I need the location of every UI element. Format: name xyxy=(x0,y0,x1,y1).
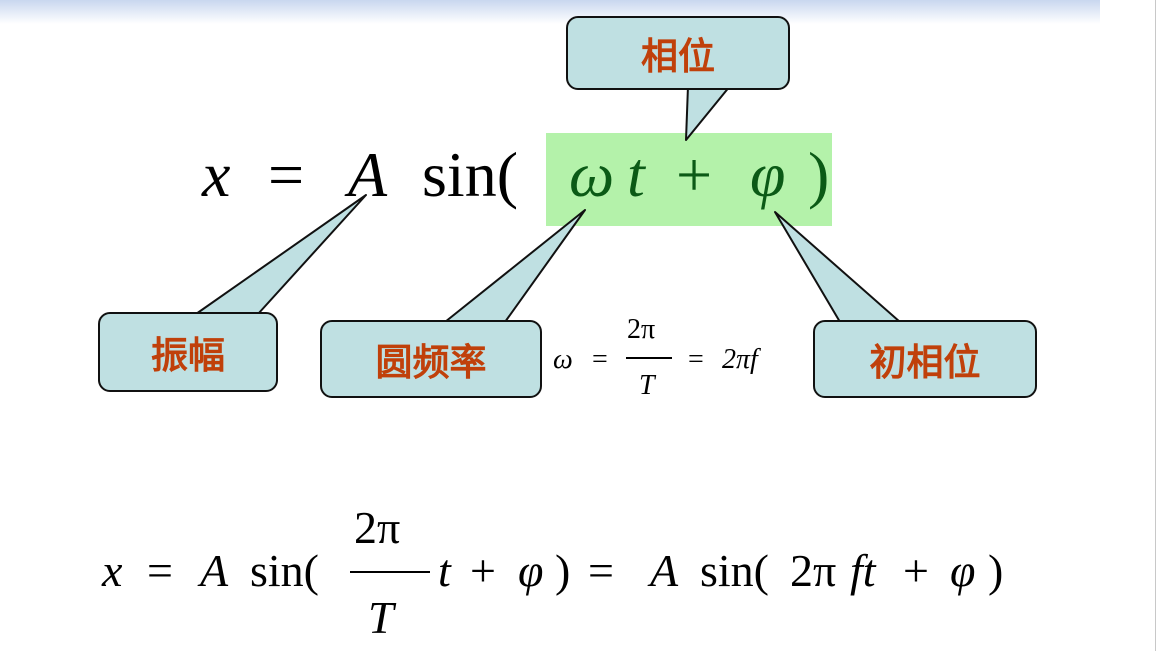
omega-equals-2: = xyxy=(688,344,704,375)
bottom-x: x xyxy=(102,545,123,596)
main-x: x xyxy=(202,139,231,210)
bottom-t: t xyxy=(438,545,451,596)
phase-callout: 相位 xyxy=(566,16,790,90)
bottom-plus-2: + xyxy=(903,545,929,596)
main-phi: φ xyxy=(750,139,786,210)
main-omega: ω xyxy=(569,139,615,210)
bottom-phi-2: φ xyxy=(950,545,976,596)
top-gradient-bar xyxy=(0,0,1100,24)
bottom-close-2: ) xyxy=(988,545,1004,596)
angular-frequency-label: 圆频率 xyxy=(375,341,487,384)
amplitude-label: 振幅 xyxy=(151,334,225,377)
bottom-two-pi: 2π xyxy=(790,545,837,596)
bottom-fraction-bar xyxy=(350,571,430,573)
omega-symbol: ω xyxy=(553,344,573,375)
bottom-equals-2: = xyxy=(588,545,614,596)
omega-numerator: 2π xyxy=(627,314,656,345)
right-border-line xyxy=(1155,0,1156,651)
angular-frequency-pointer xyxy=(444,209,586,323)
bottom-A-2: A xyxy=(650,545,679,596)
angular-frequency-callout: 圆频率 xyxy=(320,320,542,398)
main-sin: sin( xyxy=(422,139,518,210)
phase-label: 相位 xyxy=(641,35,715,78)
amplitude-callout: 振幅 xyxy=(98,312,278,392)
bottom-denominator: T xyxy=(368,592,394,643)
phase-pointer xyxy=(685,85,731,141)
bottom-phi-1: φ xyxy=(518,545,544,596)
phase-highlight xyxy=(546,133,832,226)
amplitude-pointer xyxy=(195,194,367,315)
initial-phase-pointer xyxy=(774,211,901,323)
main-t: t xyxy=(627,139,645,210)
omega-denominator: T xyxy=(639,370,655,401)
bottom-close-1: ) xyxy=(555,545,571,596)
main-equals: = xyxy=(268,139,305,210)
bottom-ft: ft xyxy=(850,545,876,596)
bottom-plus-1: + xyxy=(470,545,496,596)
bottom-numerator: 2π xyxy=(354,502,401,553)
omega-fraction-bar xyxy=(626,357,672,359)
main-close-paren: ) xyxy=(808,139,830,210)
omega-equals-1: = xyxy=(592,344,608,375)
bottom-sin-1: sin( xyxy=(250,545,319,596)
bottom-A-1: A xyxy=(200,545,229,596)
initial-phase-label: 初相位 xyxy=(869,341,981,384)
main-amplitude-A: A xyxy=(348,139,388,210)
bottom-sin-2: sin( xyxy=(700,545,769,596)
initial-phase-callout: 初相位 xyxy=(813,320,1037,398)
main-plus: + xyxy=(676,139,713,210)
omega-rhs: 2πf xyxy=(722,344,758,375)
bottom-equals-1: = xyxy=(147,545,173,596)
